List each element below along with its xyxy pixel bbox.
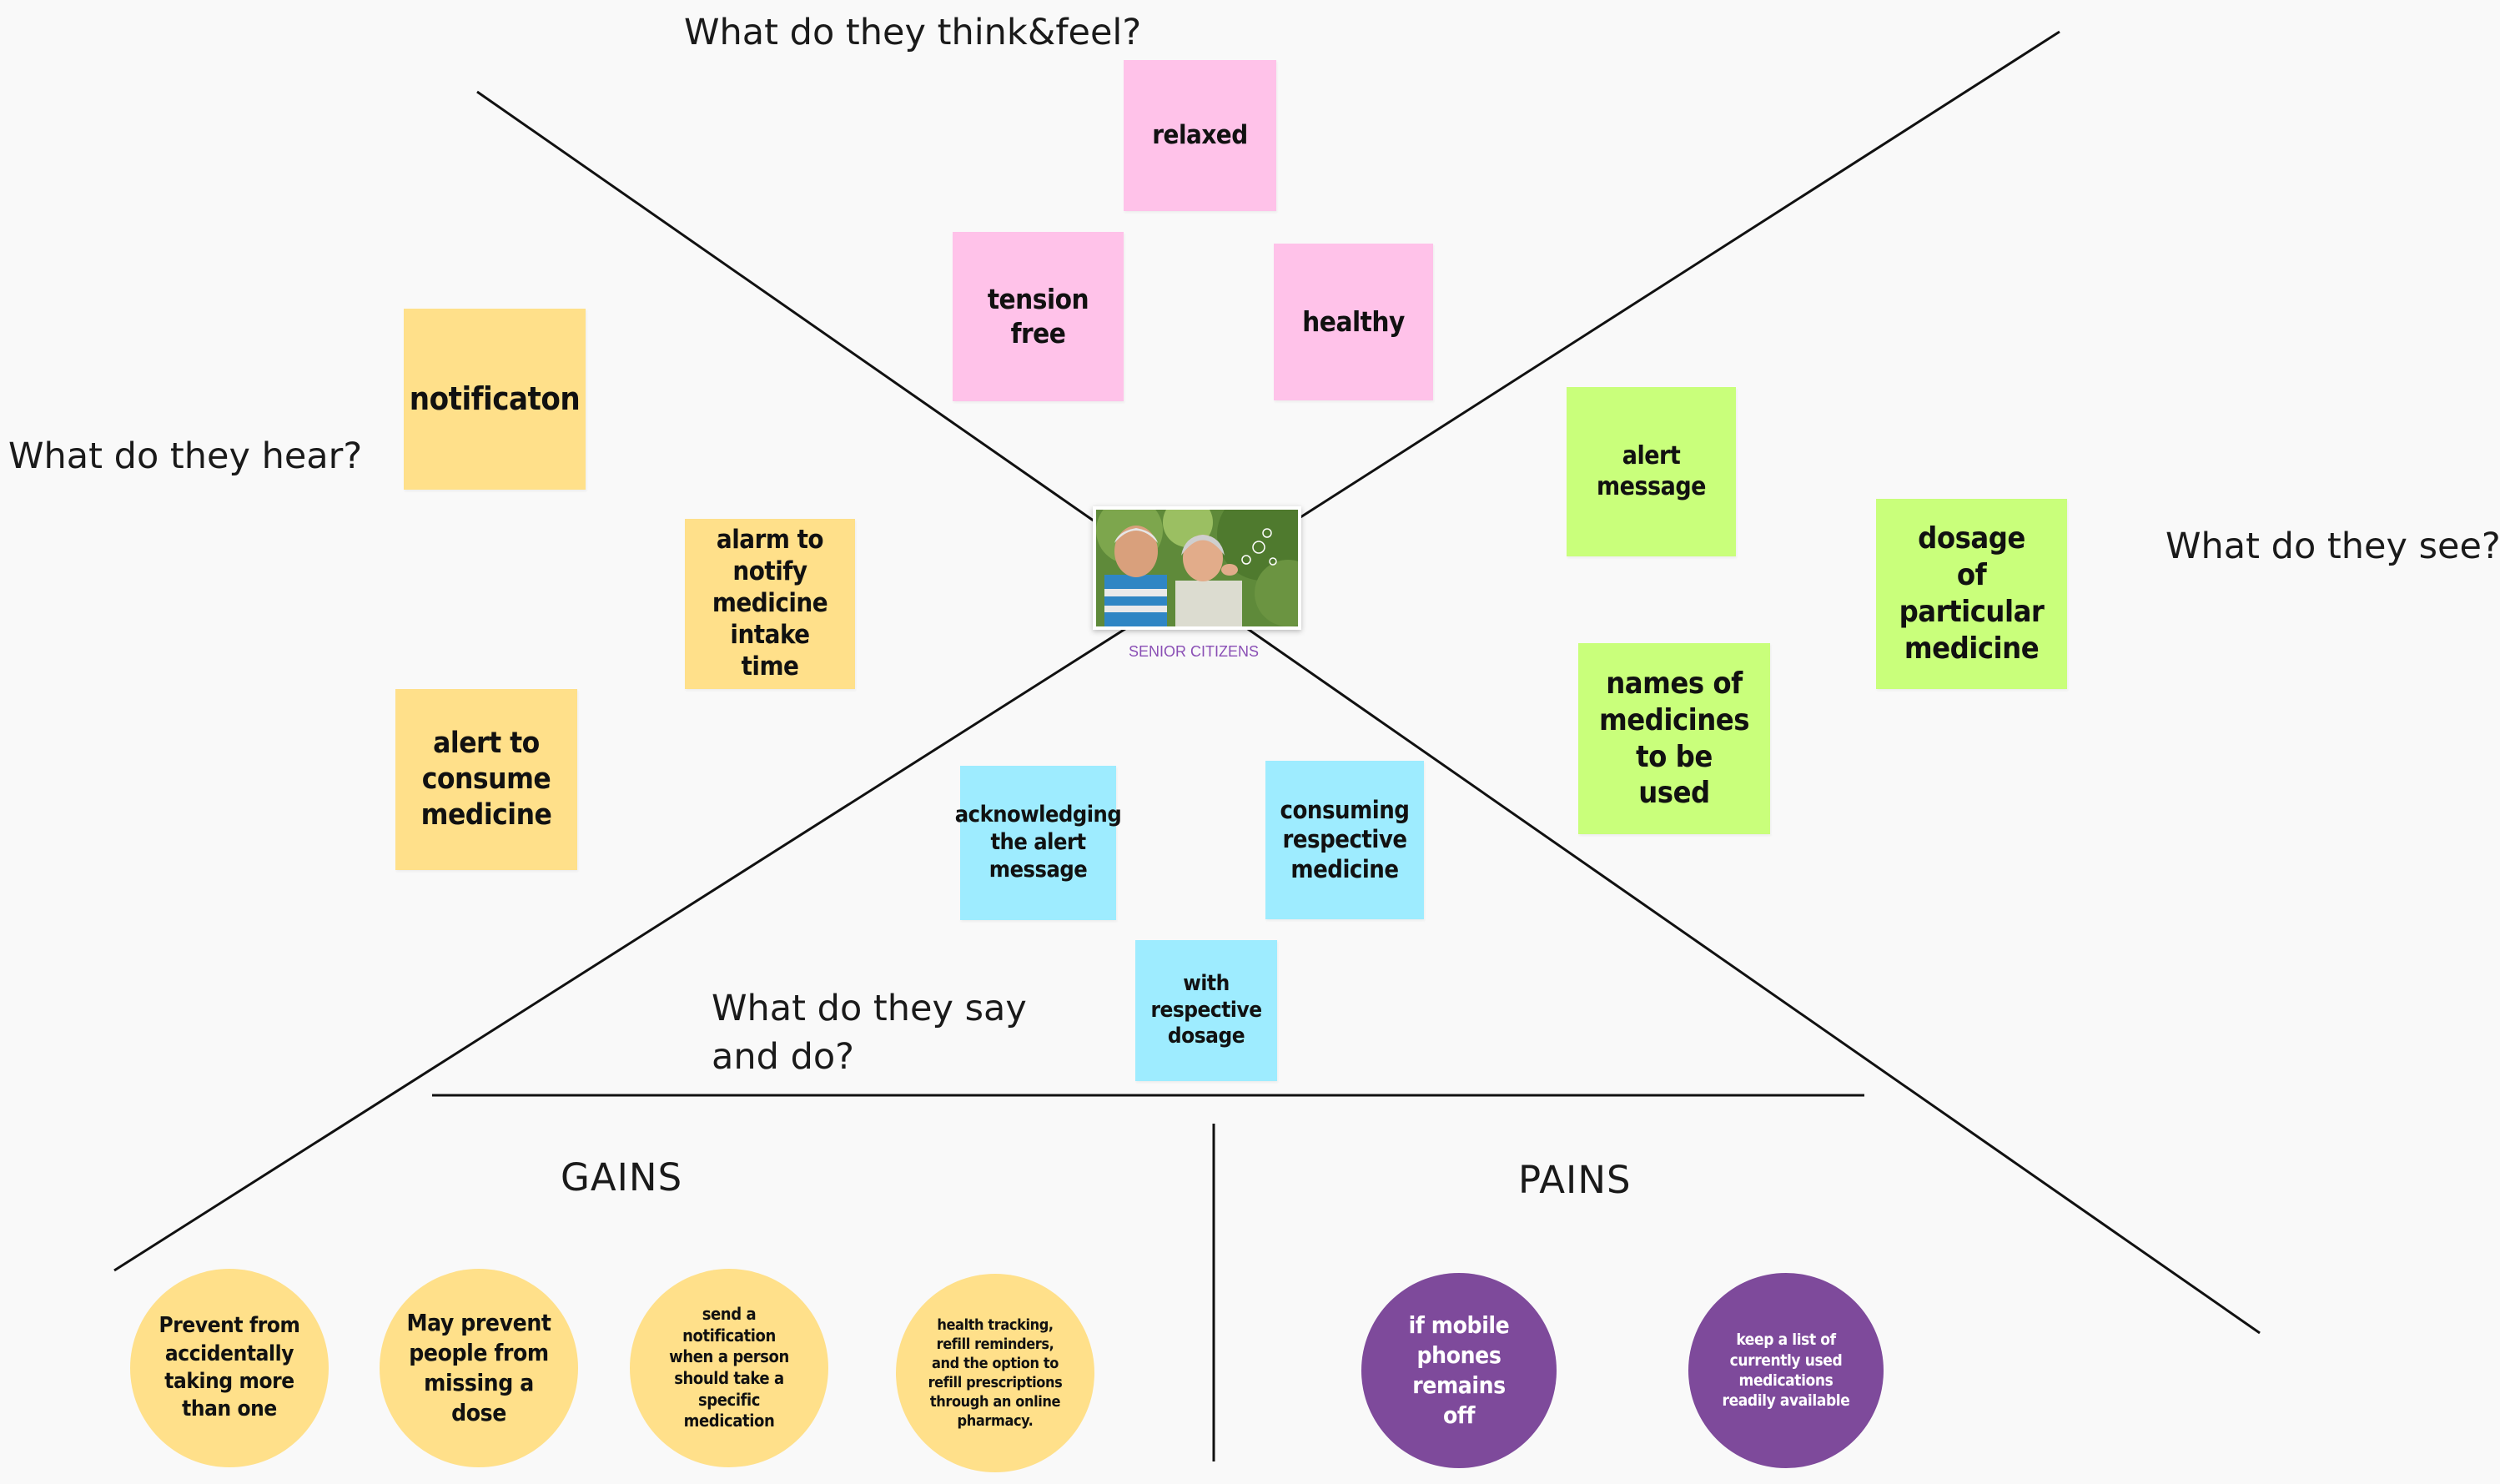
- section-title-say-do: What do they say and do?: [712, 984, 1027, 1081]
- sticky-note-see[interactable]: names of medicines to be used: [1578, 643, 1770, 834]
- section-title-say-do-line-2: and do?: [712, 1036, 854, 1078]
- sticky-note-say-do[interactable]: consuming respective medicine: [1265, 761, 1424, 919]
- sticky-note-say-do[interactable]: with respective dosage: [1135, 940, 1277, 1081]
- sticky-note-see[interactable]: alert message: [1567, 387, 1736, 556]
- section-title-hear: What do they hear?: [8, 435, 363, 477]
- sticky-note-think-feel[interactable]: healthy: [1274, 244, 1433, 400]
- pain-circle[interactable]: keep a list of currently used medication…: [1688, 1273, 1884, 1468]
- section-title-think-feel: What do they think&feel?: [684, 12, 1142, 53]
- divider-line-upper-right: [1297, 30, 2060, 521]
- pain-circle[interactable]: if mobile phones remains off: [1361, 1273, 1557, 1468]
- sticky-note-hear[interactable]: alarm to notify medicine intake time: [685, 519, 855, 689]
- section-title-gains: GAINS: [561, 1155, 683, 1200]
- sticky-note-think-feel[interactable]: relaxed: [1124, 60, 1276, 211]
- gain-circle[interactable]: Prevent from accidentally taking more th…: [130, 1269, 329, 1467]
- section-title-say-do-line-1: What do they say: [712, 988, 1027, 1029]
- sticky-note-hear[interactable]: notificaton: [404, 309, 586, 490]
- sticky-note-say-do[interactable]: acknowledging the alert message: [955, 766, 1122, 920]
- persona-photo[interactable]: [1093, 506, 1301, 630]
- sticky-note-think-feel[interactable]: tension free: [953, 232, 1124, 401]
- divider-line-lower-left: [113, 626, 1129, 1272]
- divider-line-upper-left: [476, 90, 1098, 525]
- gain-circle[interactable]: May prevent people from missing a dose: [380, 1269, 578, 1467]
- divider-line-lower-right: [1245, 626, 2261, 1335]
- section-title-see: What do they see?: [2165, 526, 2500, 567]
- section-title-pains: PAINS: [1518, 1158, 1632, 1202]
- sticky-note-hear[interactable]: alert to consume medicine: [395, 689, 577, 870]
- sticky-note-see[interactable]: dosage of particular medicine: [1876, 499, 2067, 689]
- gain-circle[interactable]: send a notification when a person should…: [630, 1269, 828, 1467]
- persona-photo-image: [1096, 510, 1298, 626]
- gain-circle[interactable]: health tracking, refill reminders, and t…: [896, 1274, 1094, 1472]
- persona-caption: SENIOR CITIZENS: [1128, 643, 1259, 660]
